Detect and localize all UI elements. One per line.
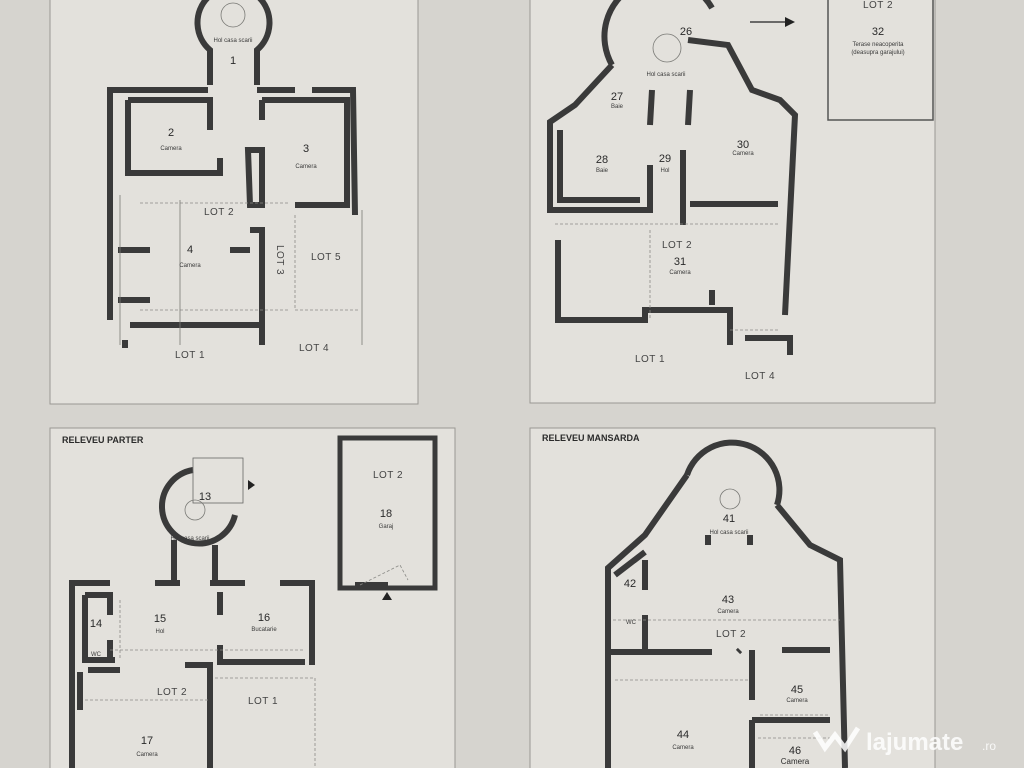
lot-label: LOT 2 — [204, 207, 234, 218]
lot-label: LOT 1 — [248, 696, 278, 707]
garage-entrance-arrow-icon — [382, 592, 392, 600]
floor-plan-bottom-right: RELEVEU MANSARDA 41 Hol casa scarii 42 W… — [542, 433, 848, 768]
plan-title: RELEVEU MANSARDA — [542, 433, 640, 443]
room-name: Bucatarie — [251, 627, 277, 633]
room-number: 17 — [141, 735, 153, 747]
terrace-outline — [827, 0, 934, 121]
room-name: Camera — [136, 752, 158, 758]
room-number: 4 — [187, 244, 193, 256]
plan-panel-bottom-right — [529, 427, 936, 768]
room-number: 16 — [258, 612, 270, 624]
lot-label: LOT 2 — [373, 470, 403, 481]
arrow-head-icon — [785, 17, 795, 27]
lot-label: LOT 4 — [745, 371, 775, 382]
lot-label: LOT 5 — [311, 252, 341, 263]
room-name: Camera — [669, 270, 691, 276]
lot-label: LOT 2 — [716, 629, 746, 640]
floor-plan-bottom-left: RELEVEU PARTER 13 Hol casa scarii 14 WC … — [62, 435, 438, 768]
lot-label: LOT 3 — [274, 245, 285, 275]
room-name: Camera — [160, 146, 182, 152]
floor-plan-top-right: 26 Hol casa scarii 27 Baie 28 Baie 29 Ho… — [547, 0, 934, 382]
room-name: (deasupra garajului) — [851, 50, 904, 56]
room-number: 26 — [680, 26, 692, 38]
room-number: 13 — [199, 491, 211, 503]
room-number: 31 — [674, 256, 686, 268]
watermark: lajumate .ro — [812, 726, 996, 756]
room-name: Hol — [155, 629, 164, 635]
room-name: Hol casa scarii — [709, 530, 748, 536]
room-number: 15 — [154, 613, 166, 625]
room-name: Baie — [596, 168, 609, 174]
room-name: WC — [626, 620, 637, 626]
room-number: 1 — [230, 55, 236, 67]
lot-label: LOT 2 — [662, 240, 692, 251]
room-name: Hol casa scarii — [646, 72, 685, 78]
room-name: Hol casa scarii — [213, 38, 252, 44]
lajumate-logo-icon — [812, 726, 861, 753]
room-number: 42 — [624, 578, 636, 590]
room-number: 18 — [380, 508, 392, 520]
room-number: 30 — [737, 139, 749, 151]
room-name: Camera — [786, 698, 808, 704]
watermark-brand: lajumate — [866, 729, 963, 756]
room-number: 28 — [596, 154, 608, 166]
room-name: Camera — [717, 609, 739, 615]
room-name: Hol casa scarii — [170, 536, 209, 542]
room-number: 14 — [90, 618, 102, 630]
floor-plan-top-left: 2 Camera 1 Hol casa scarii 3 Camera 4 Ca… — [107, 0, 363, 361]
room-number: 27 — [611, 91, 623, 103]
lot-label: LOT 1 — [635, 354, 665, 365]
room-number: 44 — [677, 729, 689, 741]
room-number: 32 — [872, 26, 884, 38]
plan-title: RELEVEU PARTER — [62, 435, 144, 445]
room-number: 43 — [722, 594, 734, 606]
room-name: Camera — [781, 757, 810, 766]
room-number: 41 — [723, 513, 735, 525]
lot-label: LOT 4 — [299, 343, 329, 354]
room-number: 45 — [791, 684, 803, 696]
room-name: Camera — [295, 164, 317, 170]
room-number: 46 — [789, 745, 801, 757]
room-name: WC — [91, 652, 102, 658]
lot-label: LOT 1 — [175, 350, 205, 361]
room-number: 29 — [659, 153, 671, 165]
watermark-tld: .ro — [982, 739, 996, 753]
room-name: Camera — [732, 151, 754, 157]
room-name: Terase neacoperita — [852, 42, 904, 48]
room-number: 2 — [168, 127, 174, 139]
room-name: Baie — [611, 104, 624, 110]
lot-label: LOT 2 — [157, 687, 187, 698]
room-name: Hol — [660, 168, 669, 174]
room-name: Camera — [672, 745, 694, 751]
room-name: Garaj — [379, 524, 394, 530]
room-name: Camera — [179, 263, 201, 269]
entrance-arrow-icon — [248, 480, 255, 490]
room-number: 3 — [303, 143, 309, 155]
lot-label: LOT 2 — [863, 0, 893, 11]
